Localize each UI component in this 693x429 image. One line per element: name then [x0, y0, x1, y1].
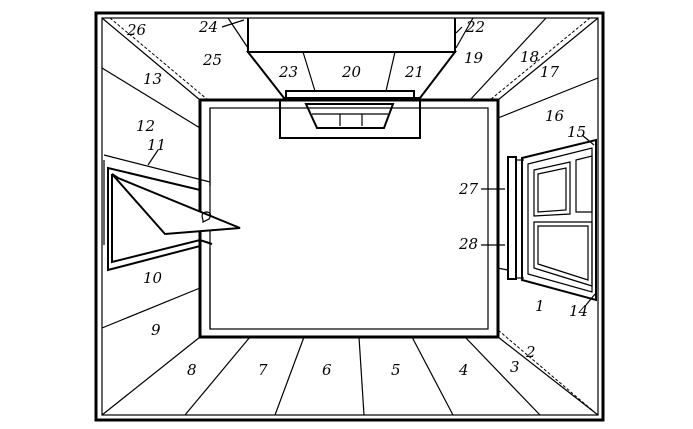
label-25: 25	[202, 51, 222, 69]
label-7: 7	[258, 361, 268, 379]
label-13: 13	[143, 70, 162, 88]
window-sill	[507, 156, 517, 280]
label-14: 14	[569, 302, 588, 320]
window-pane	[537, 167, 567, 213]
label-9: 9	[151, 321, 161, 339]
label-21: 21	[404, 63, 424, 81]
label-26: 26	[126, 21, 147, 39]
corner-line-bottom-right	[497, 336, 599, 416]
leader-line-22	[455, 26, 463, 34]
top-wall-line	[455, 17, 474, 49]
label-3: 3	[510, 358, 520, 376]
window-pane	[533, 161, 571, 217]
label-17: 17	[540, 63, 560, 81]
left-wall-line	[101, 287, 201, 329]
leader-line-15	[581, 134, 595, 146]
floor-outline	[198, 98, 500, 339]
label-5: 5	[391, 361, 401, 379]
plank-line	[464, 336, 541, 416]
window-pane	[537, 225, 589, 281]
door-handle-icon	[201, 211, 212, 223]
plank-line	[358, 336, 365, 416]
leader-line-14	[585, 293, 596, 306]
label-19: 19	[464, 49, 484, 67]
label-8: 8	[187, 361, 197, 379]
label-22: 22	[465, 18, 485, 36]
left-wall-line	[101, 67, 201, 129]
label-2: 2	[525, 343, 536, 361]
label-1: 1	[535, 297, 545, 315]
window-frame-inner	[527, 147, 593, 293]
top-wall-line	[227, 17, 249, 49]
label-6: 6	[322, 361, 332, 379]
label-23: 23	[278, 63, 298, 81]
plank-line	[274, 336, 305, 416]
label-12: 12	[136, 117, 155, 135]
label-10: 10	[143, 269, 163, 287]
door-leaf-edge	[111, 174, 213, 264]
door-opening	[103, 154, 211, 183]
label-16: 16	[545, 107, 565, 125]
label-28: 28	[458, 235, 478, 253]
right-wall-line	[497, 77, 599, 119]
hood-vent	[304, 103, 395, 129]
hood-top	[247, 18, 456, 53]
plank-line	[184, 336, 251, 416]
label-11: 11	[147, 136, 166, 154]
label-15: 15	[567, 123, 586, 141]
window-pane	[575, 155, 593, 213]
window-pane	[533, 221, 593, 287]
plank-line	[411, 336, 454, 416]
label-24: 24	[198, 18, 218, 36]
door-frame	[107, 100, 201, 337]
outer-frame-inner	[101, 17, 599, 416]
corner-line-top-left	[101, 17, 201, 101]
window-frame-outer	[521, 138, 597, 302]
label-18: 18	[520, 48, 539, 66]
hood-divider	[302, 51, 316, 92]
outer-frame	[94, 11, 605, 422]
corner-line-bottom-right-dash	[497, 329, 593, 411]
corner-line-bottom-left	[101, 336, 201, 416]
corner-line-top-right-dash	[489, 17, 591, 101]
label-4: 4	[458, 361, 469, 379]
hood-divider	[385, 51, 396, 92]
window-glass-hatch	[496, 267, 509, 271]
right-wall-line	[469, 17, 547, 101]
corner-line-top-right	[497, 17, 599, 101]
door-leaf	[111, 173, 241, 236]
hood-bar	[285, 90, 415, 100]
label-20: 20	[341, 63, 362, 81]
floor-outline-inner	[209, 107, 489, 330]
hood-box	[279, 100, 421, 139]
corner-line-top-left-dash	[109, 17, 209, 101]
label-27: 27	[458, 180, 479, 198]
hood-trapezoid	[245, 51, 458, 99]
leader-line-24	[221, 19, 245, 28]
leader-line-11	[147, 149, 159, 166]
